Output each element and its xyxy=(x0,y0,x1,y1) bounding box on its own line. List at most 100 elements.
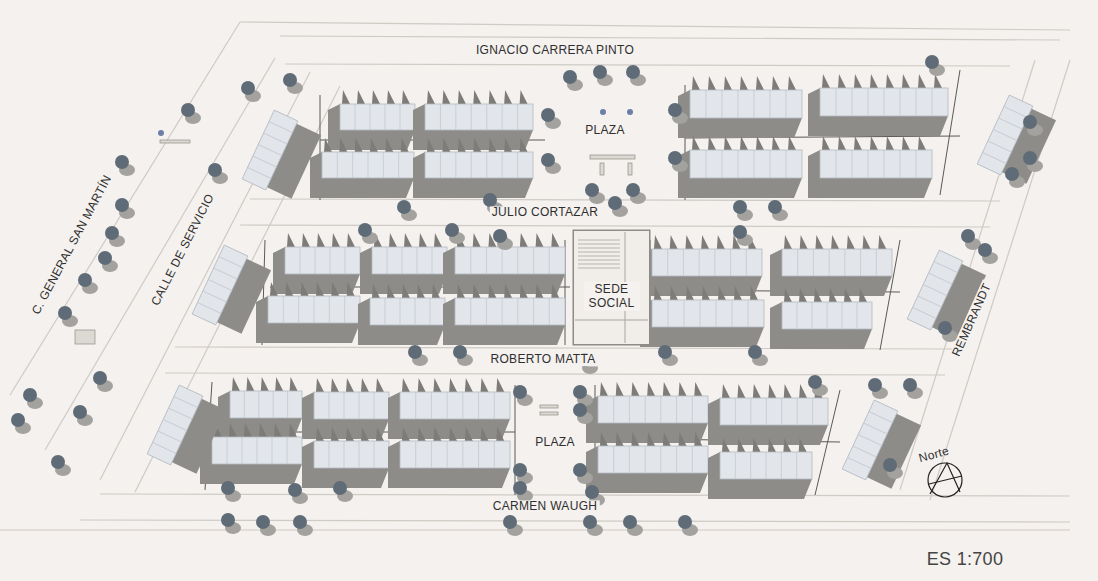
tree xyxy=(768,200,782,214)
chimney-shadow xyxy=(863,235,871,249)
unit-divider xyxy=(848,457,872,468)
tree xyxy=(51,455,65,469)
chimney-shadow xyxy=(831,235,839,249)
house-roof xyxy=(400,441,510,468)
house-roof xyxy=(455,247,565,274)
unit-divider xyxy=(786,90,787,118)
unit-divider xyxy=(383,152,384,178)
house-roof xyxy=(425,152,533,178)
unit-divider xyxy=(999,118,1023,129)
chimney-shadow xyxy=(551,284,559,298)
chimney-shadow xyxy=(692,76,700,90)
chimney-shadow xyxy=(357,90,365,104)
house-row xyxy=(770,235,892,296)
unit-divider xyxy=(368,152,369,178)
tree xyxy=(585,183,599,197)
street-edge xyxy=(280,36,1060,40)
chimney-shadow xyxy=(768,384,776,398)
house-shadow xyxy=(678,90,802,138)
tree xyxy=(453,345,467,359)
chimney-shadow xyxy=(316,282,324,296)
chimney-shadow xyxy=(261,377,269,391)
unit-divider xyxy=(415,441,416,468)
house-roof xyxy=(230,391,302,418)
house-shadow xyxy=(256,296,360,343)
unit-divider xyxy=(471,104,472,130)
chimney-shadow xyxy=(838,136,846,150)
house-shadow xyxy=(640,300,764,347)
chimney-shadow xyxy=(504,90,512,104)
unit-divider xyxy=(214,268,238,279)
chimney-shadow xyxy=(616,382,624,396)
chimney-shadow xyxy=(647,382,655,396)
tree xyxy=(1023,115,1037,129)
house-shadow xyxy=(770,302,872,349)
tree xyxy=(483,193,497,207)
chimney-shadow xyxy=(631,382,639,396)
tree xyxy=(283,73,297,87)
street-edge xyxy=(250,199,1000,201)
chimney-shadow xyxy=(275,377,283,391)
chimney-shadow xyxy=(331,427,339,441)
unit-divider xyxy=(517,298,518,325)
unit-divider xyxy=(918,296,942,307)
chimney-shadow xyxy=(800,235,808,249)
unit-divider xyxy=(735,452,736,479)
street-edge xyxy=(0,529,1070,530)
chimney-shadow xyxy=(799,438,807,452)
chimney-shadow xyxy=(496,427,504,441)
chimney-shadow xyxy=(246,377,254,391)
chimney-shadow xyxy=(886,136,894,150)
house-row xyxy=(443,233,565,294)
unit-divider xyxy=(257,437,258,464)
unit-divider xyxy=(613,446,614,473)
chimney-shadow xyxy=(692,136,700,150)
tree xyxy=(293,515,307,529)
chimney-shadow xyxy=(316,378,324,392)
chimney-shadow xyxy=(361,427,369,441)
chimney-shadow xyxy=(520,90,528,104)
chimney-shadow xyxy=(722,384,730,398)
tree xyxy=(493,229,507,243)
unit-divider xyxy=(486,247,487,274)
chimney-shadow xyxy=(934,74,942,88)
chimney-shadow xyxy=(784,384,792,398)
chimney-shadow xyxy=(784,235,792,249)
chimney-shadow xyxy=(427,138,435,152)
house-shadow xyxy=(443,298,565,345)
unit-divider xyxy=(440,152,441,178)
unit-divider xyxy=(829,249,830,276)
tree xyxy=(513,385,527,399)
unit-divider xyxy=(417,247,418,274)
house-roof xyxy=(720,452,812,479)
chimney-shadow xyxy=(902,74,910,88)
tree xyxy=(256,515,270,529)
house-roof xyxy=(242,110,298,190)
tree xyxy=(73,405,87,419)
chimney-shadow xyxy=(372,284,380,298)
chimney-shadow xyxy=(385,138,393,152)
unit-divider xyxy=(629,396,630,423)
unit-divider xyxy=(330,247,331,274)
unit-divider xyxy=(315,247,316,274)
unit-divider xyxy=(258,145,282,156)
chimney-shadow xyxy=(442,90,450,104)
unit-divider xyxy=(827,302,828,329)
unit-divider xyxy=(754,90,755,118)
unit-divider xyxy=(462,441,463,468)
chimney-shadow xyxy=(708,136,716,150)
unit-divider xyxy=(273,391,274,418)
unit-divider xyxy=(272,437,273,464)
chimney-shadow xyxy=(433,427,441,441)
unit-divider xyxy=(916,150,917,178)
chimney-shadow xyxy=(355,138,363,152)
unit-divider xyxy=(471,152,472,178)
house-roof xyxy=(907,250,963,330)
unit-divider xyxy=(766,452,767,479)
tree xyxy=(678,515,692,529)
unit-divider xyxy=(852,88,853,116)
chimney-shadow xyxy=(465,378,473,392)
unit-divider xyxy=(374,441,375,468)
chimney-shadow xyxy=(346,378,354,392)
chimney-shadow xyxy=(372,90,380,104)
